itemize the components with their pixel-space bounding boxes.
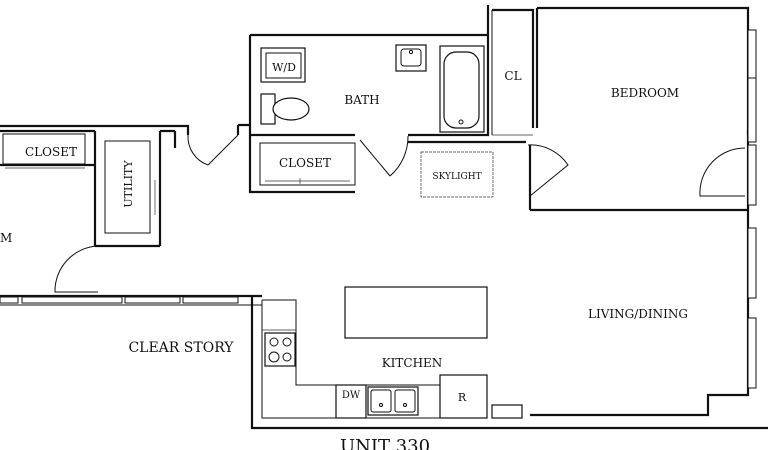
living-dining <box>250 210 768 430</box>
bathtub-basin <box>443 51 480 129</box>
skylight <box>420 151 494 198</box>
living-window <box>747 317 757 389</box>
kitchen-label: KITCHEN <box>382 356 443 370</box>
washer-dryer-label: W/D <box>272 61 296 74</box>
bath-door-left <box>187 134 239 166</box>
cut-room-label: M <box>0 231 12 245</box>
hall-walls <box>0 124 569 210</box>
dishwasher <box>335 384 367 419</box>
bath-label: BATH <box>344 93 379 107</box>
refrigerator-label: R <box>458 391 467 404</box>
entry-door <box>54 245 99 293</box>
closet-bath-label: CLOSET <box>279 156 331 170</box>
toilet <box>260 93 310 125</box>
bedroom-window <box>747 144 757 206</box>
cl-closet <box>408 5 535 137</box>
bedroom-window <box>747 29 757 79</box>
refrigerator <box>439 374 488 419</box>
bedroom-label: BEDROOM <box>611 86 679 100</box>
bath: W/D <box>187 33 488 194</box>
closet-bath <box>259 142 356 186</box>
kitchen-sink <box>367 386 419 416</box>
clear-story-label: CLEAR STORY <box>128 340 234 356</box>
closet-left-label: CLOSET <box>25 145 77 159</box>
closet-left <box>0 129 95 169</box>
kitchen: DW R <box>261 299 523 419</box>
bedroom-window <box>747 77 757 143</box>
living-dining-label: LIVING/DINING <box>588 307 688 321</box>
tub-drain <box>458 119 464 125</box>
utility-label: UTILITY <box>122 160 135 208</box>
unit-label: UNIT 330 <box>340 436 430 450</box>
hall-door <box>527 144 569 197</box>
bedroom-door <box>699 147 746 197</box>
cl-label: CL <box>504 69 521 83</box>
clear-story-windows <box>0 294 262 306</box>
living-window <box>747 227 757 299</box>
bath-door <box>359 135 409 177</box>
skylight-label: SKYLIGHT <box>432 172 481 182</box>
utility-room <box>93 129 177 248</box>
dishwasher-label: DW <box>342 390 361 401</box>
small-cabinet <box>491 404 523 419</box>
cooktop <box>264 332 296 367</box>
bedroom <box>530 6 757 212</box>
kitchen-island <box>344 286 488 339</box>
washer-dryer <box>260 47 306 83</box>
